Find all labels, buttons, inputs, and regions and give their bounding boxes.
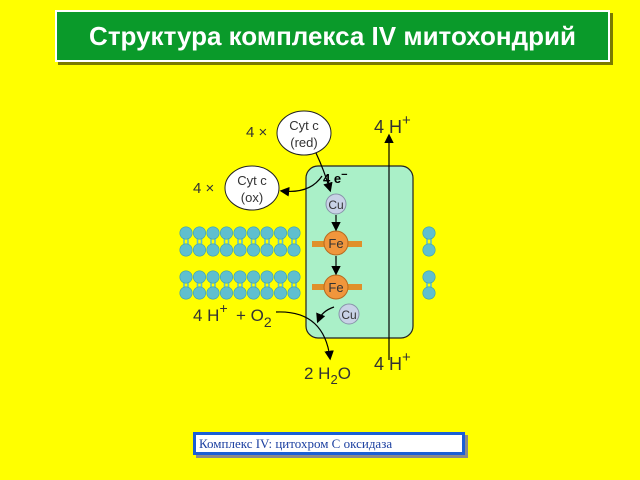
- lipid-head: [206, 270, 220, 284]
- lipid-head: [422, 226, 436, 240]
- lipid-head: [422, 270, 436, 284]
- cyt-red-multiplier: 4 ×: [246, 124, 267, 141]
- lipid-head: [193, 243, 207, 257]
- lipid-head: [233, 243, 247, 257]
- arrow-to-water: [275, 311, 334, 361]
- cyt-c-red: [276, 110, 332, 156]
- lipid-head: [206, 243, 220, 257]
- fe-top-label: Fe: [328, 236, 343, 251]
- product-water: 2 H2O: [304, 364, 351, 387]
- proton-bottom-label: 4 H+: [374, 349, 411, 374]
- lipid-head: [287, 270, 301, 284]
- lipid-head: [206, 286, 220, 300]
- arrow-cyt-red-to-complex: [315, 152, 333, 193]
- cu-center-bottom: [338, 303, 360, 325]
- cyt-red-label-1: Cyt c: [289, 118, 319, 133]
- title-banner: Структура комплекса IV митохондрий: [55, 10, 610, 62]
- lipid-head: [273, 270, 287, 284]
- lipid-head: [220, 270, 234, 284]
- lipid-head: [179, 243, 193, 257]
- membrane-heads: [179, 226, 436, 300]
- cyt-c-ox: [224, 165, 280, 211]
- cu-top-label: Cu: [328, 198, 343, 212]
- lipid-head: [260, 243, 274, 257]
- lipid-head: [247, 286, 261, 300]
- lipid-head: [287, 243, 301, 257]
- lipid-head: [233, 270, 247, 284]
- arrow-fe-to-oxygen: [316, 306, 335, 324]
- complex-iv-protein: [305, 165, 414, 339]
- arrow-to-cyt-ox: [279, 175, 323, 197]
- lipid-head: [422, 243, 436, 257]
- cyt-ox-label-1: Cyt c: [237, 173, 267, 188]
- cyt-red-label-2: (red): [290, 135, 317, 150]
- lipid-head: [247, 243, 261, 257]
- lipid-head: [179, 226, 193, 240]
- lipid-head: [260, 270, 274, 284]
- lipid-head: [179, 286, 193, 300]
- page-title: Структура комплекса IV митохондрий: [89, 20, 576, 51]
- lipid-head: [260, 286, 274, 300]
- cu-bottom-label: Cu: [341, 308, 356, 322]
- lipid-head: [422, 286, 436, 300]
- lipid-head: [273, 286, 287, 300]
- reactant-oxygen: + O2: [236, 306, 272, 330]
- cu-center-top: [325, 193, 347, 215]
- fe-bottom-label: Fe: [328, 280, 343, 295]
- lipid-head: [206, 226, 220, 240]
- lipid-head: [179, 270, 193, 284]
- lipid-head: [220, 226, 234, 240]
- reactant-protons: 4 H+: [193, 300, 228, 325]
- lipid-head: [273, 226, 287, 240]
- lipid-head: [193, 286, 207, 300]
- lipid-head: [260, 226, 274, 240]
- lipid-head: [287, 226, 301, 240]
- lipid-head: [233, 286, 247, 300]
- lipid-head: [220, 286, 234, 300]
- lipid-head: [287, 286, 301, 300]
- lipid-head: [233, 226, 247, 240]
- lipid-head: [247, 226, 261, 240]
- lipid-head: [247, 270, 261, 284]
- lipid-head: [193, 226, 207, 240]
- cyt-ox-multiplier: 4 ×: [193, 180, 214, 197]
- lipid-head: [193, 270, 207, 284]
- electrons-label: 4 e−: [323, 169, 348, 186]
- caption-box: Комплекс IV: цитохром С оксидаза: [193, 432, 465, 455]
- caption-inner: Комплекс IV: цитохром С оксидаза: [196, 435, 462, 452]
- lipid-head: [273, 243, 287, 257]
- caption-text: Комплекс IV: цитохром С оксидаза: [199, 435, 393, 451]
- proton-top-label: 4 H+: [374, 112, 411, 137]
- lipid-head: [220, 243, 234, 257]
- cyt-ox-label-2: (ox): [241, 190, 263, 205]
